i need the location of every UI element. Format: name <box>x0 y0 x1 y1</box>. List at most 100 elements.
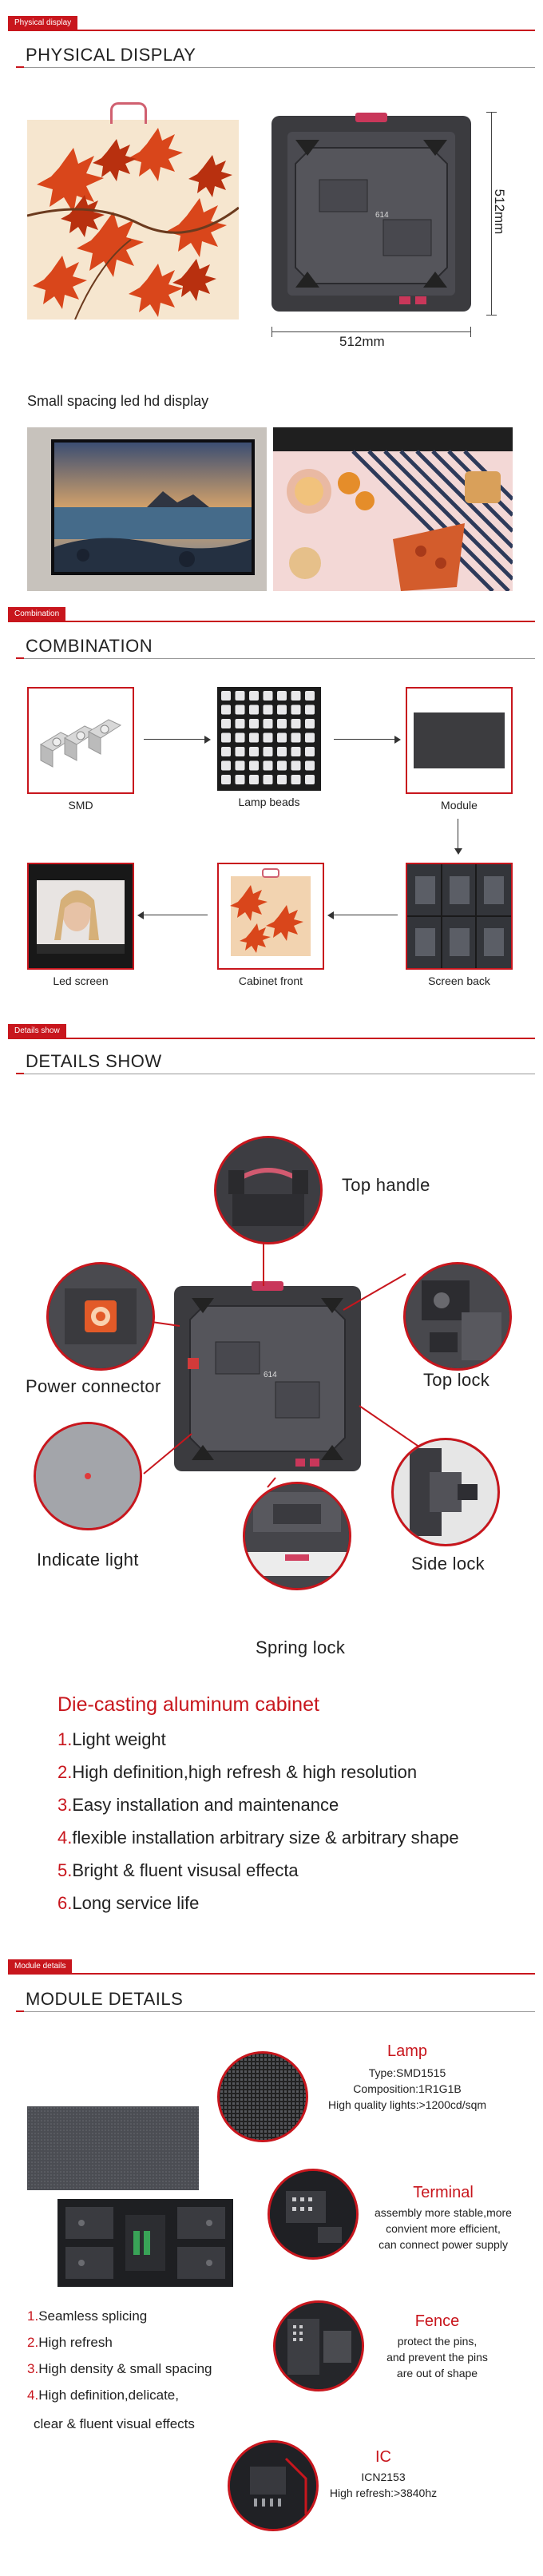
lamp-bead <box>277 747 287 756</box>
combination-tag: Combination <box>8 607 66 621</box>
cabinet-front-photo <box>27 120 239 320</box>
combination-title-line <box>16 658 535 659</box>
lamp-bead <box>291 705 301 715</box>
module-back-panel <box>57 2199 233 2287</box>
lamp-bead <box>221 691 231 701</box>
spring-lock-circle <box>243 1482 351 1590</box>
physical-tag: Physical display <box>8 16 78 30</box>
fence-detail-circle <box>273 2300 364 2391</box>
indicate-light-label: Indicate light <box>37 1550 139 1570</box>
arrow-head-smd-to-lamp <box>204 736 211 744</box>
module-title-line <box>16 2011 535 2012</box>
feature-text: High definition,high refresh & high reso… <box>72 1762 418 1782</box>
cabinet-back-photo <box>264 108 479 320</box>
screen-back-caption: Screen back <box>428 974 490 987</box>
physical-title-accent <box>16 66 24 68</box>
ic-spec-line-1: ICN2153 <box>361 2471 406 2483</box>
fence-spec-line-3: are out of shape <box>396 2367 478 2380</box>
feature-number: 2. <box>57 1762 73 1782</box>
top-lock-circle <box>403 1262 512 1371</box>
height-dimension-label: 512mm <box>492 189 507 235</box>
feature-number: 1. <box>27 2308 39 2324</box>
lamp-bead <box>291 760 301 771</box>
feature-text: flexible installation arbitrary size & a… <box>72 1828 459 1848</box>
lamp-bead <box>291 775 301 784</box>
module-caption: Module <box>441 799 478 812</box>
lamp-bead <box>277 691 287 701</box>
terminal-spec-title: Terminal <box>413 2184 474 2201</box>
lamp-bead <box>305 719 315 728</box>
feature-text: Light weight <box>72 1729 166 1749</box>
lamp-bead <box>305 747 315 756</box>
module-feature-continued: clear & fluent visual effects <box>34 2416 195 2431</box>
lamp-bead <box>277 732 287 743</box>
details-feature-item: 5.Bright & fluent visusal effecta <box>57 1860 299 1881</box>
height-dim-tick-bottom <box>486 315 497 316</box>
fence-spec-line-1: protect the pins, <box>397 2335 478 2348</box>
lamp-bead <box>277 719 287 728</box>
lamp-detail-circle <box>217 2051 308 2142</box>
food-install-photo <box>273 427 513 591</box>
lamp-bead <box>277 775 287 784</box>
arrow-head-front-to-screen <box>137 911 144 919</box>
lamp-bead <box>249 719 259 728</box>
lamp-bead <box>235 691 245 701</box>
lamp-bead <box>249 705 259 715</box>
spring-lock-label: Spring lock <box>256 1637 346 1657</box>
details-feature-item: 6.Long service life <box>57 1893 199 1914</box>
lamp-bead <box>291 719 301 728</box>
height-dim-tick-top <box>486 112 497 113</box>
module-feature-item: 1.Seamless splicing <box>27 2308 147 2324</box>
feature-number: 2. <box>27 2335 39 2350</box>
feature-text: Seamless splicing <box>38 2308 148 2324</box>
details-cabinet-photo <box>168 1278 367 1478</box>
lamp-bead <box>305 732 315 743</box>
width-dimension-line <box>272 331 471 332</box>
terminal-spec-line-2: convient more efficient, <box>386 2222 501 2235</box>
power-connector-circle <box>46 1262 155 1371</box>
lamp-bead <box>221 732 231 743</box>
module-box <box>406 687 513 794</box>
feature-number: 3. <box>57 1795 73 1815</box>
terminal-detail-circle <box>268 2169 359 2260</box>
details-tag-line <box>8 1038 535 1039</box>
module-tag: Module details <box>8 1959 73 1973</box>
feature-text: High refresh <box>38 2335 113 2350</box>
lamp-bead <box>277 705 287 715</box>
lamp-bead <box>235 732 245 743</box>
lamp-bead <box>263 775 273 784</box>
lamp-beads-caption: Lamp beads <box>238 796 300 808</box>
fence-spec-line-2: and prevent the pins <box>386 2351 488 2364</box>
arrow-smd-to-lamp <box>144 739 208 740</box>
arrow-lamp-to-module <box>334 739 398 740</box>
die-casting-heading: Die-casting aluminum cabinet <box>57 1693 319 1716</box>
lamp-bead <box>277 760 287 771</box>
combination-tag-line <box>8 621 535 622</box>
lamp-bead <box>221 775 231 784</box>
combination-title-accent <box>16 657 24 659</box>
arrow-head-lamp-to-module <box>394 736 401 744</box>
lamp-bead <box>221 705 231 715</box>
lamp-bead <box>263 691 273 701</box>
feature-number: 4. <box>57 1828 73 1848</box>
physical-title-line <box>16 67 535 68</box>
details-title: DETAILS SHOW <box>26 1051 162 1071</box>
feature-number: 5. <box>57 1860 73 1880</box>
details-feature-item: 2.High definition,high refresh & high re… <box>57 1762 417 1783</box>
feature-number: 3. <box>27 2361 39 2376</box>
led-screen-box <box>27 863 134 970</box>
lamp-bead <box>263 747 273 756</box>
terminal-spec-line-1: assembly more stable,more <box>375 2206 512 2219</box>
lamp-spec-line-2: Composition:1R1G1B <box>353 2082 462 2095</box>
lamp-bead <box>305 705 315 715</box>
lamp-bead <box>305 775 315 784</box>
lamp-bead <box>249 775 259 784</box>
smd-box <box>27 687 134 794</box>
side-lock-label: Side lock <box>411 1554 485 1574</box>
details-feature-item: 4.flexible installation arbitrary size &… <box>57 1828 459 1848</box>
feature-text: Long service life <box>72 1893 200 1913</box>
feature-number: 4. <box>27 2387 39 2403</box>
cabinet-front-caption: Cabinet front <box>238 974 303 987</box>
module-tag-line <box>8 1973 535 1975</box>
lamp-bead <box>221 719 231 728</box>
